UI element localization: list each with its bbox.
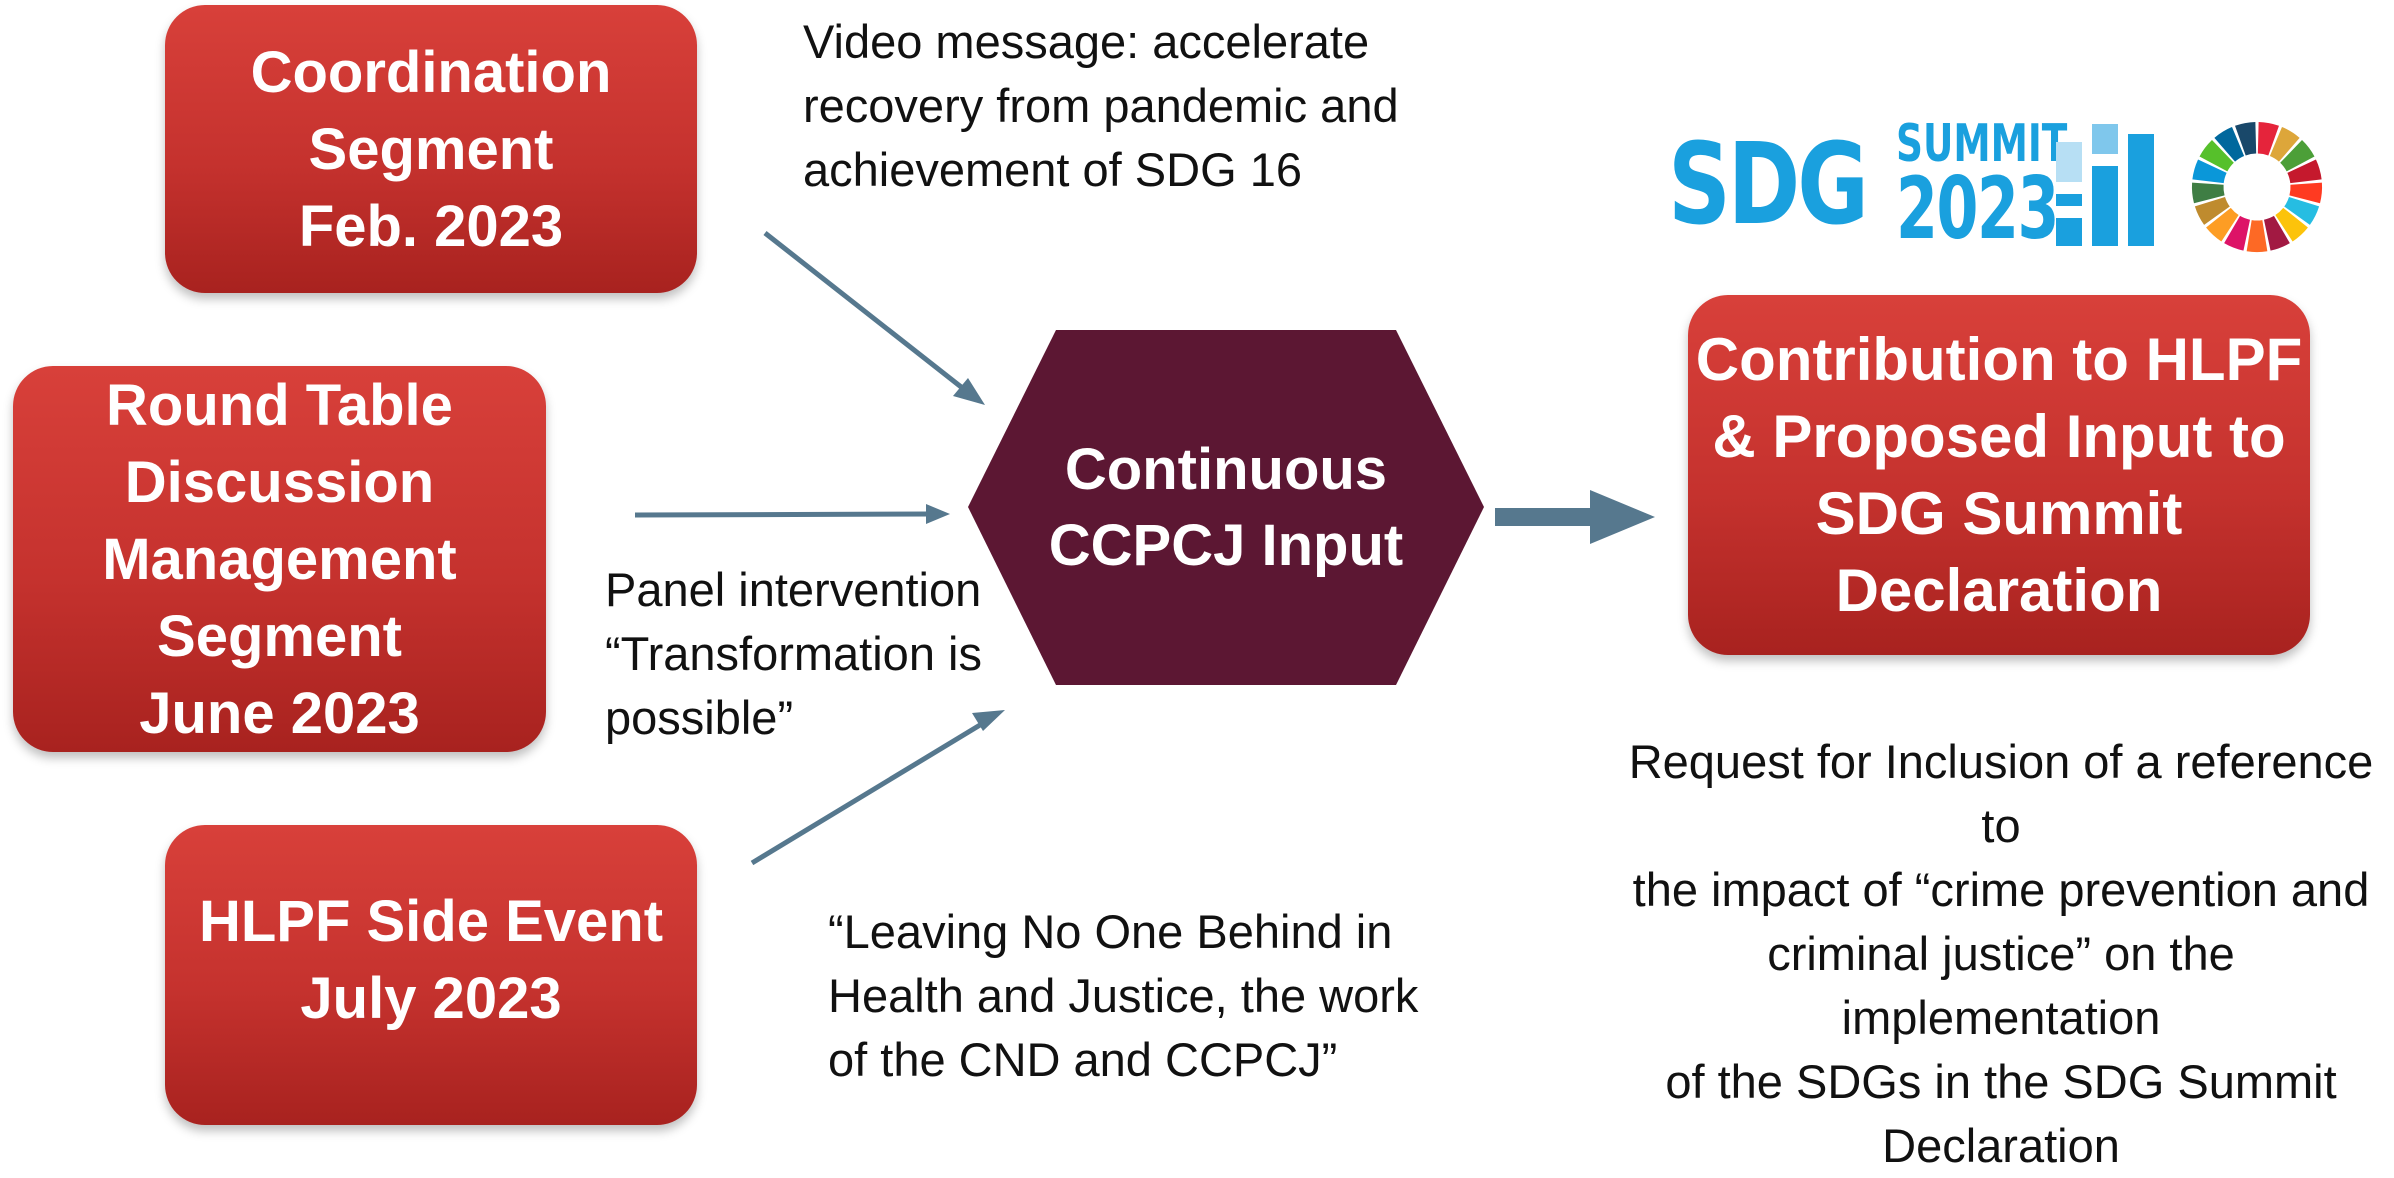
- note-line: possible”: [605, 691, 794, 744]
- sdg-wheel-segment: [2224, 215, 2251, 251]
- box-line: SDG Summit: [1815, 480, 2183, 547]
- box-line: Declaration: [1835, 557, 2163, 624]
- hlpf-side-event-box: HLPF Side Event July 2023: [165, 825, 697, 1125]
- box-line: Management: [102, 526, 457, 592]
- note-line: “Transformation is: [605, 627, 982, 680]
- box-line: Segment: [157, 603, 402, 669]
- box-line: Segment: [308, 116, 554, 182]
- contribution-box: Contribution to HLPF & Proposed Input to…: [1688, 295, 2310, 655]
- request-inclusion-note: Request for Inclusion of a reference to …: [1618, 730, 2384, 1178]
- video-message-note: Video message: accelerate recovery from …: [803, 10, 1423, 202]
- sdg-wheel-segment: [2192, 159, 2227, 184]
- arrow-to-contribution: [1495, 490, 1655, 544]
- note-line: of the SDGs in the SDG Summit: [1665, 1055, 2337, 1108]
- sdg-wheel-segment: [2263, 215, 2290, 251]
- coordination-segment-box: Coordination Segment Feb. 2023: [165, 5, 697, 293]
- sdg-wheel-segment: [2284, 196, 2320, 225]
- panel-intervention-note: Panel intervention “Transformation is po…: [605, 558, 995, 750]
- arrow-from-roundtable: [634, 504, 950, 524]
- sdg-wheel-segment: [2194, 196, 2230, 225]
- box-line: HLPF Side Event: [198, 889, 664, 954]
- sdg-wheel-segment: [2214, 126, 2245, 162]
- box-line: Round Table: [106, 372, 453, 438]
- logo-summit-word: SUMMIT: [1896, 114, 2068, 174]
- leaving-no-one-behind-note: “Leaving No One Behind in Health and Jus…: [828, 900, 1448, 1092]
- sdg-wheel-segment: [2191, 182, 2225, 204]
- box-line: Discussion: [124, 449, 435, 515]
- center-line: Continuous: [1064, 436, 1388, 502]
- note-line: the impact of “crime prevention and: [1632, 863, 2370, 916]
- center-hexagon: [968, 330, 1484, 685]
- note-line: recovery from pandemic and: [803, 79, 1399, 132]
- note-line: Declaration: [1882, 1119, 2120, 1172]
- note-line: achievement of SDG 16: [803, 143, 1302, 196]
- arrow-from-hlpf-side: [750, 710, 1005, 866]
- sdg-summit-logo: SDG SUMMIT 2023: [1668, 110, 2328, 260]
- note-line: Video message: accelerate: [803, 15, 1370, 68]
- center-label: Continuous CCPCJ Input: [968, 330, 1484, 685]
- sdg-wheel-segment: [2257, 121, 2279, 156]
- logo-sdg-word: SDG: [1668, 120, 1869, 250]
- sdg-wheel-segment: [2246, 220, 2268, 253]
- sdg-wheel-icon: [2191, 121, 2323, 253]
- note-line: of the CND and CCPCJ”: [828, 1033, 1338, 1086]
- connector-arrows: [634, 231, 1655, 866]
- box-line: June 2023: [139, 680, 420, 746]
- sdg-wheel-segment: [2235, 121, 2257, 156]
- un-bars-icon: [2056, 124, 2154, 246]
- note-line: Request for Inclusion of a reference to: [1628, 735, 2374, 852]
- sdg-wheel-segment: [2206, 207, 2239, 242]
- box-line: Contribution to HLPF: [1695, 326, 2303, 393]
- sdg-wheel-segment: [2275, 207, 2308, 242]
- sdg-wheel-segment: [2199, 140, 2234, 172]
- sdg-wheel-segment: [2269, 126, 2300, 162]
- box-line: July 2023: [300, 966, 562, 1031]
- note-line: Panel intervention: [605, 563, 982, 616]
- sdg-wheel-segment: [2287, 159, 2322, 184]
- round-table-box: Round Table Discussion Management Segmen…: [13, 366, 546, 752]
- sdg-wheel-segment: [2289, 182, 2323, 204]
- arrow-from-coordination: [763, 231, 985, 405]
- box-line: Coordination: [250, 39, 612, 105]
- note-line: criminal justice” on the implementation: [1767, 927, 2235, 1044]
- note-line: “Leaving No One Behind in: [828, 905, 1393, 958]
- box-line: & Proposed Input to: [1712, 403, 2286, 470]
- sdg-wheel-segment: [2280, 140, 2315, 172]
- logo-year: 2023: [1896, 159, 2059, 259]
- box-line: Feb. 2023: [298, 193, 564, 259]
- note-line: Health and Justice, the work: [828, 969, 1419, 1022]
- center-line: CCPCJ Input: [1048, 512, 1404, 578]
